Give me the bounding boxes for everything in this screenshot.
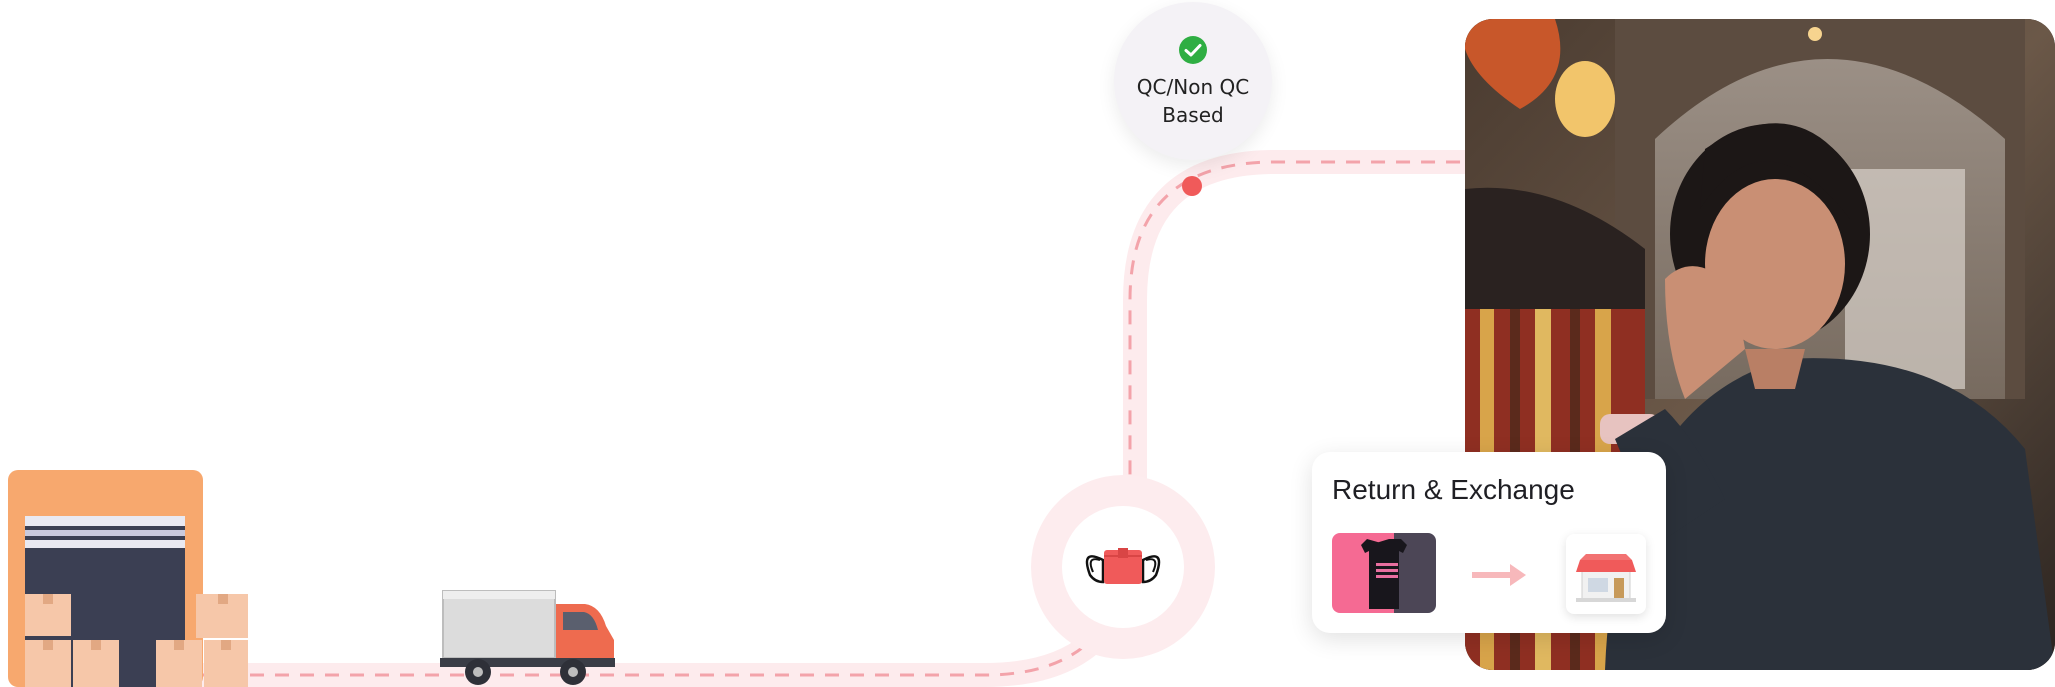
- warehouse-icon: [8, 470, 248, 687]
- qc-badge: QC/Non QC Based: [1114, 2, 1272, 160]
- customer-photo: [1465, 19, 2055, 670]
- card-title: Return & Exchange: [1332, 474, 1575, 505]
- qc-label: QC/Non QC Based: [1136, 75, 1250, 127]
- truck-icon: [440, 590, 615, 685]
- winged-box-icon: [1085, 548, 1161, 584]
- store-icon: [1576, 554, 1636, 602]
- store-thumbnail: [1566, 534, 1646, 614]
- return-exchange-card: Return & Exchange: [1312, 452, 1666, 633]
- route-dashes: [200, 160, 1470, 677]
- tshirt-icon: [1332, 533, 1436, 613]
- check-circle-icon: [1179, 36, 1207, 64]
- route-band: [188, 150, 1482, 687]
- tshirt-thumbnail: [1332, 533, 1436, 613]
- route-marker-dot: [1182, 176, 1202, 196]
- arrow-right-icon: [1472, 564, 1526, 586]
